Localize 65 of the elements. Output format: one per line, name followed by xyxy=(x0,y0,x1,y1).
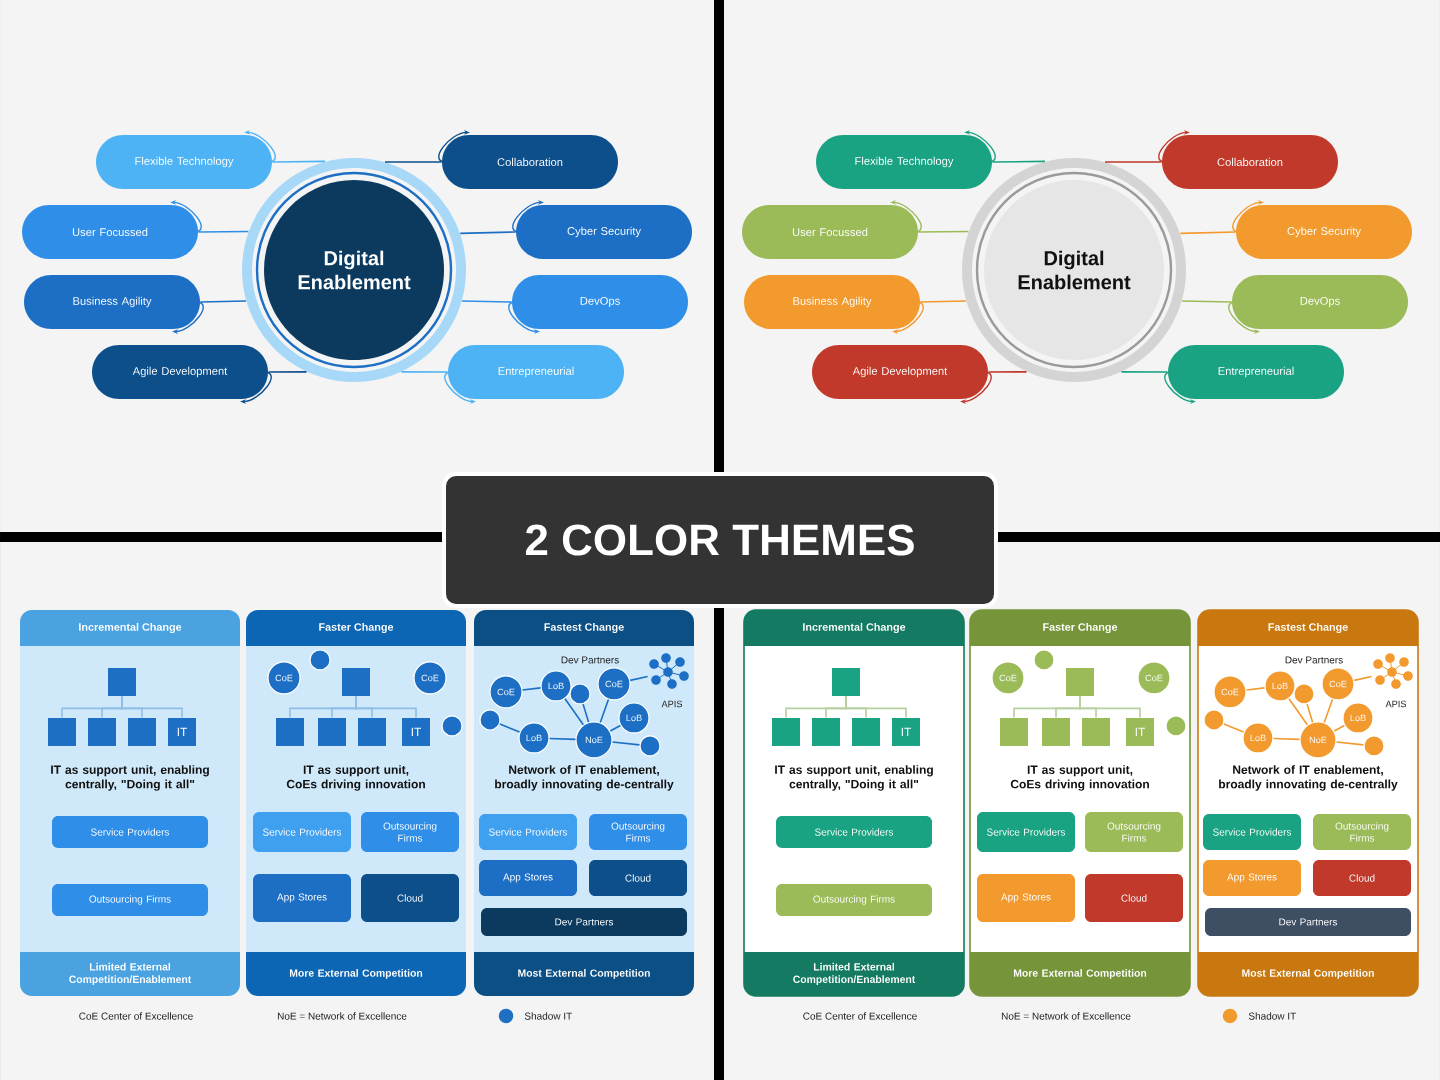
network-circle xyxy=(639,735,661,757)
org-square xyxy=(1066,667,1094,696)
connector-line xyxy=(267,371,308,373)
connector-line xyxy=(1306,703,1314,723)
org-square xyxy=(1082,717,1110,746)
org-square xyxy=(358,717,386,746)
org-square xyxy=(812,717,840,746)
org-square xyxy=(318,717,346,746)
org-square xyxy=(1000,717,1028,746)
connector-line xyxy=(845,695,907,719)
connector-line xyxy=(611,741,641,746)
connector-line xyxy=(991,160,1046,163)
network-circle xyxy=(309,649,331,671)
connector-line xyxy=(599,698,610,724)
network-circle xyxy=(1165,715,1187,737)
connector-line xyxy=(1245,687,1266,691)
org-square xyxy=(48,717,76,746)
network-circle xyxy=(1033,649,1055,671)
org-square xyxy=(852,717,880,746)
connector-line xyxy=(384,161,443,163)
org-square xyxy=(88,717,116,746)
connector-line xyxy=(987,371,1028,373)
connector-line xyxy=(461,300,513,303)
connector-line xyxy=(1181,300,1233,303)
org-square xyxy=(128,717,156,746)
connector-line xyxy=(499,723,521,733)
connector-line xyxy=(917,230,970,233)
connector-line xyxy=(121,695,183,719)
connector-line xyxy=(400,371,449,373)
connector-line xyxy=(1104,161,1163,163)
connector-line xyxy=(1335,741,1365,746)
connector-line xyxy=(521,687,542,691)
connector-line xyxy=(1272,737,1301,741)
connector-line xyxy=(1333,724,1346,732)
network-circle xyxy=(441,715,463,737)
org-square xyxy=(772,717,800,746)
connector-line xyxy=(197,230,250,233)
connector-line xyxy=(1353,675,1373,682)
connector-line xyxy=(609,724,622,732)
connector-line xyxy=(1179,231,1237,235)
connector-line xyxy=(1079,695,1141,719)
network-circle xyxy=(1203,709,1225,731)
org-square xyxy=(108,667,136,696)
connector-line xyxy=(564,697,585,726)
connector-line xyxy=(355,695,417,719)
network-circle xyxy=(569,683,591,705)
org-square xyxy=(342,667,370,696)
connector-line xyxy=(582,703,590,723)
connector-line xyxy=(199,300,247,303)
connector-line xyxy=(1288,697,1309,726)
connector-line xyxy=(629,675,649,682)
connector-line xyxy=(548,737,577,741)
connector-line xyxy=(271,160,326,163)
org-square xyxy=(1042,717,1070,746)
connector-line xyxy=(1223,723,1245,733)
title-banner: 2 COLOR THEMES xyxy=(442,472,998,608)
org-square xyxy=(276,717,304,746)
connector-line xyxy=(459,231,517,235)
network-circle xyxy=(1293,683,1315,705)
connector-line xyxy=(1120,371,1169,373)
connector-line xyxy=(1323,698,1334,724)
network-circle xyxy=(1363,735,1385,757)
org-square xyxy=(832,667,860,696)
connector-line xyxy=(919,300,967,303)
network-circle xyxy=(479,709,501,731)
